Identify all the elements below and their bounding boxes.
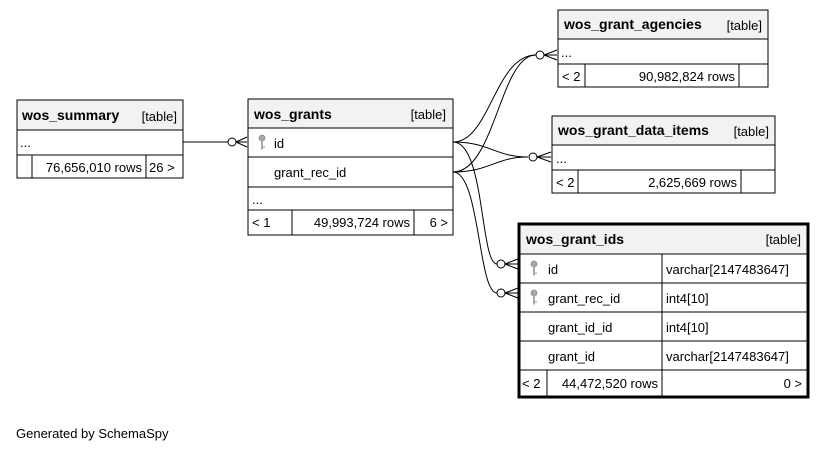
table-kind: [table] <box>411 107 446 122</box>
children-count[interactable]: 6 > <box>430 215 448 230</box>
edge-summary-grants-circle <box>227 137 237 147</box>
ellipsis-row: ... <box>556 151 567 166</box>
edge-dataitems-crowfoot <box>536 151 552 163</box>
footer-credit: Generated by SchemaSpy <box>16 426 169 441</box>
table-kind: [table] <box>142 109 177 124</box>
table-wos-grant-data-items[interactable]: wos_grant_data_items [table] ... < 2 2,6… <box>551 115 776 194</box>
table-kind: [table] <box>766 232 801 247</box>
table-wos-grant-ids[interactable]: wos_grant_ids [table] id varchar[2147483… <box>517 222 810 399</box>
row-count: 49,993,724 rows <box>314 215 411 230</box>
edge-grants-agencies-a <box>452 54 537 143</box>
ellipsis-row: ... <box>20 135 31 150</box>
table-kind: [table] <box>734 124 769 139</box>
column-grant-rec-id: grant_rec_id <box>274 165 346 180</box>
parents-count[interactable]: < 2 <box>522 376 540 391</box>
column-type: int4[10] <box>666 291 709 306</box>
table-name: wos_grant_ids <box>525 231 624 247</box>
column-name: grant_id_id <box>548 320 612 335</box>
table-name: wos_grant_agencies <box>563 16 702 32</box>
parents-count[interactable]: < 2 <box>562 69 580 84</box>
edge-grants-dataitems-b <box>452 156 529 173</box>
column-type: varchar[2147483647] <box>666 349 789 364</box>
column-name: grant_id <box>548 349 595 364</box>
table-wos-grants[interactable]: wos_grants [table] id grant_rec_id ... <… <box>247 98 454 236</box>
table-name: wos_grant_data_items <box>557 122 709 138</box>
column-type: int4[10] <box>666 320 709 335</box>
table-name: wos_summary <box>21 107 119 123</box>
parents-count[interactable]: < 1 <box>252 215 270 230</box>
edge-grants-dataitems-a <box>452 141 529 158</box>
row-count: 76,656,010 rows <box>46 160 143 175</box>
row-count: 44,472,520 rows <box>562 376 659 391</box>
row-count: 90,982,824 rows <box>639 69 736 84</box>
edge-summary-grants-crowfoot <box>235 136 248 148</box>
parents-count[interactable]: < 2 <box>556 175 574 190</box>
column-name: grant_rec_id <box>548 291 620 306</box>
table-name: wos_grants <box>253 106 332 122</box>
edge-grants-grantids-id <box>452 141 498 265</box>
column-id: id <box>274 136 284 151</box>
ellipsis-row: ... <box>561 45 572 60</box>
column-name: id <box>548 262 558 277</box>
edge-agencies-crowfoot <box>543 49 558 61</box>
key-icon <box>530 260 538 276</box>
key-icon <box>530 289 538 305</box>
relationship-lines <box>183 49 558 299</box>
children-count[interactable]: 0 > <box>784 376 802 391</box>
row-count: 2,625,669 rows <box>648 175 737 190</box>
table-wos-summary[interactable]: wos_summary [table] ... 76,656,010 rows … <box>16 99 184 179</box>
column-type: varchar[2147483647] <box>666 262 789 277</box>
children-count[interactable]: 26 > <box>149 160 175 175</box>
key-icon <box>258 134 266 150</box>
table-kind: [table] <box>727 18 762 33</box>
ellipsis-row: ... <box>252 192 263 207</box>
edge-grants-agencies-b <box>452 54 537 173</box>
table-wos-grant-agencies[interactable]: wos_grant_agencies [table] ... < 2 90,98… <box>557 9 769 88</box>
edge-grants-grantids-recid <box>452 171 498 294</box>
